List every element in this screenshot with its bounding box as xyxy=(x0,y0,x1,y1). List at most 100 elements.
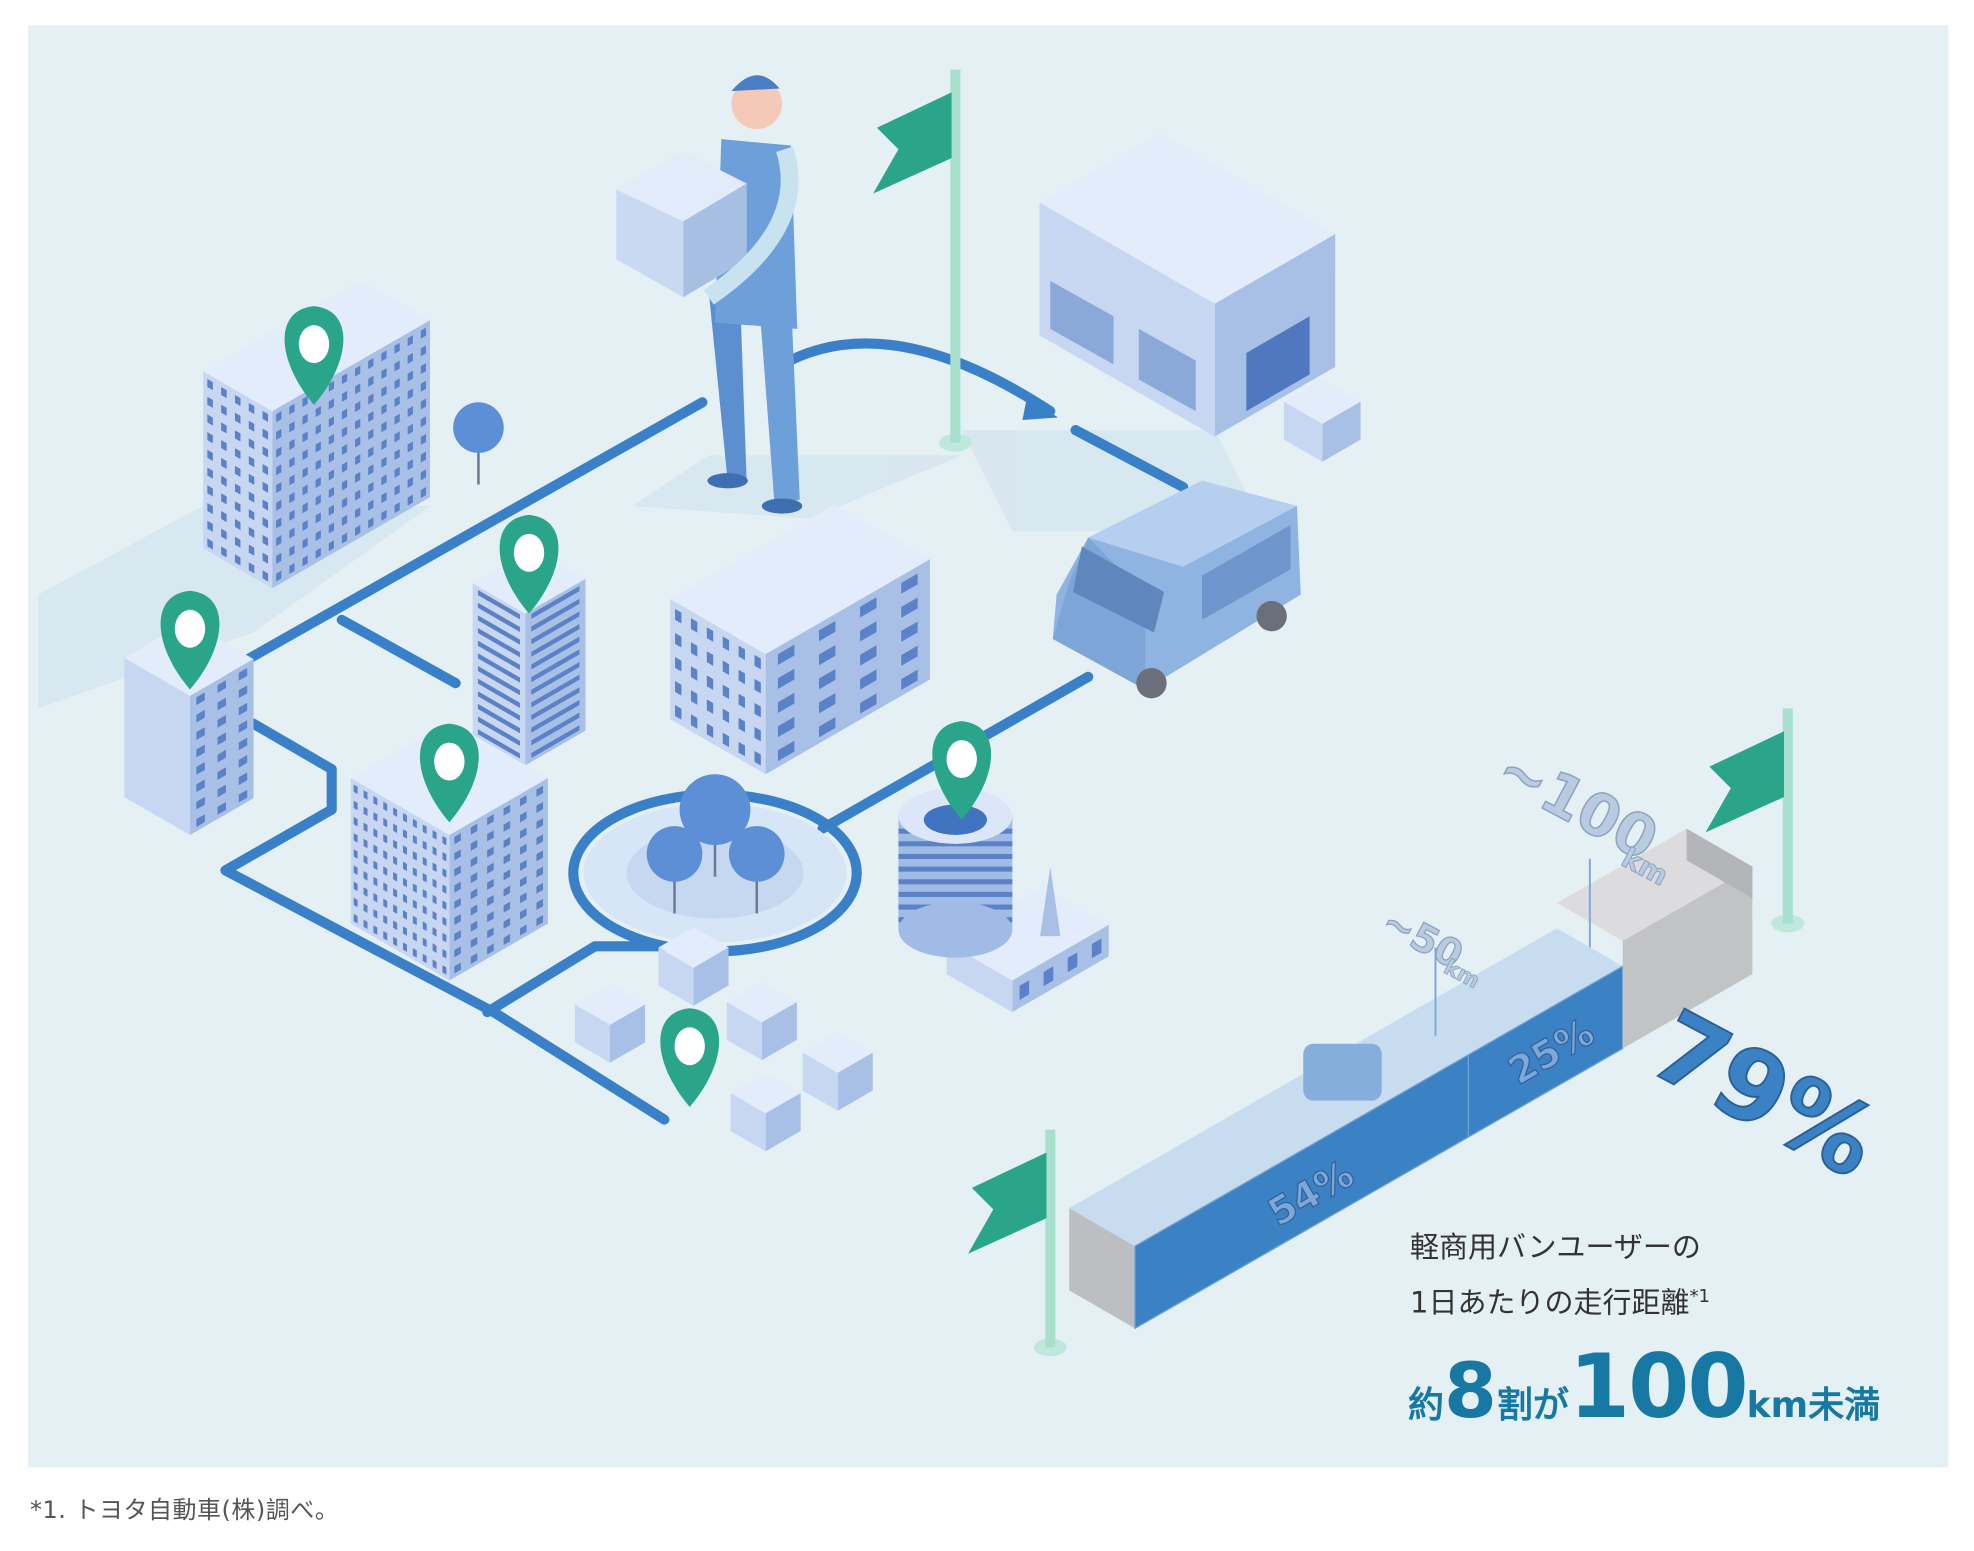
window xyxy=(368,358,374,370)
road xyxy=(482,941,664,1018)
window xyxy=(420,327,427,339)
window xyxy=(442,835,447,846)
window xyxy=(477,729,520,759)
window xyxy=(454,833,461,845)
window xyxy=(355,525,361,537)
window xyxy=(487,814,494,826)
right-face xyxy=(189,659,254,835)
window xyxy=(368,375,374,387)
window xyxy=(690,666,698,681)
wall xyxy=(765,559,930,775)
window xyxy=(420,433,427,445)
window xyxy=(302,449,308,461)
caption-line-2-text: 1日あたりの走行距離 xyxy=(1410,1285,1690,1320)
window xyxy=(420,451,427,463)
window xyxy=(531,712,580,746)
window xyxy=(368,517,374,529)
window xyxy=(706,651,714,666)
roof xyxy=(802,1032,873,1073)
window xyxy=(407,388,413,400)
window xyxy=(355,471,361,483)
window xyxy=(477,627,520,658)
window xyxy=(248,456,255,468)
window xyxy=(402,861,407,872)
window xyxy=(412,818,417,829)
window xyxy=(373,925,378,935)
headline: 約8割が100km未満 xyxy=(1408,1335,1880,1438)
tower-roof xyxy=(923,804,987,835)
right-face xyxy=(761,1001,797,1061)
window xyxy=(262,534,269,547)
window xyxy=(487,927,494,939)
window xyxy=(289,527,295,539)
window xyxy=(302,537,308,549)
window xyxy=(289,456,295,468)
window xyxy=(368,464,374,476)
window xyxy=(221,475,227,487)
window xyxy=(381,403,387,415)
window xyxy=(238,667,248,681)
left-face xyxy=(203,371,273,589)
window xyxy=(432,959,437,970)
window xyxy=(422,889,427,899)
van-wheel xyxy=(1136,667,1167,699)
window xyxy=(393,839,398,850)
window xyxy=(432,943,437,953)
window xyxy=(383,930,388,941)
footnote: *1. トヨタ自動車(株)調べ。 xyxy=(30,1496,340,1524)
headline-number: 8 xyxy=(1444,1346,1497,1435)
wall xyxy=(658,947,694,1006)
window xyxy=(454,913,461,926)
window xyxy=(217,784,227,798)
cap-icon xyxy=(721,75,780,92)
window xyxy=(302,395,308,407)
window xyxy=(536,818,544,830)
window xyxy=(520,876,527,888)
caption-line-1: 軽商用バンユーザーの xyxy=(1410,1230,1701,1264)
window xyxy=(407,423,413,435)
flag-icon xyxy=(873,92,952,194)
window xyxy=(422,953,427,964)
window xyxy=(373,844,378,855)
window xyxy=(901,597,918,618)
window xyxy=(368,428,374,440)
window xyxy=(722,660,730,676)
window xyxy=(355,365,361,377)
left-face xyxy=(1283,401,1323,462)
window xyxy=(738,645,745,661)
window xyxy=(477,640,520,670)
window xyxy=(901,645,918,666)
window xyxy=(860,621,877,642)
window xyxy=(383,833,388,844)
window xyxy=(738,669,745,685)
wall xyxy=(1283,401,1323,462)
window xyxy=(394,502,400,514)
road xyxy=(336,614,461,689)
window xyxy=(420,487,427,499)
window xyxy=(373,909,378,919)
window xyxy=(860,597,877,618)
window xyxy=(341,373,348,385)
window xyxy=(393,807,398,817)
window xyxy=(738,741,745,757)
warehouse-door xyxy=(1050,280,1114,365)
bar-segment-side xyxy=(1686,828,1753,899)
window xyxy=(402,829,407,839)
delivery-van xyxy=(1052,480,1301,699)
headline-suffix: 未満 xyxy=(1808,1385,1881,1426)
window xyxy=(328,398,335,410)
window xyxy=(470,872,478,884)
window xyxy=(315,494,321,506)
window xyxy=(328,504,335,516)
window xyxy=(234,536,241,548)
window xyxy=(819,620,836,642)
left-face xyxy=(472,583,526,766)
window xyxy=(276,517,282,529)
window xyxy=(531,687,580,721)
window xyxy=(477,665,520,696)
window xyxy=(262,499,269,511)
window xyxy=(393,872,398,882)
window xyxy=(754,678,761,694)
road-network xyxy=(220,338,1189,1125)
trees xyxy=(453,402,785,914)
